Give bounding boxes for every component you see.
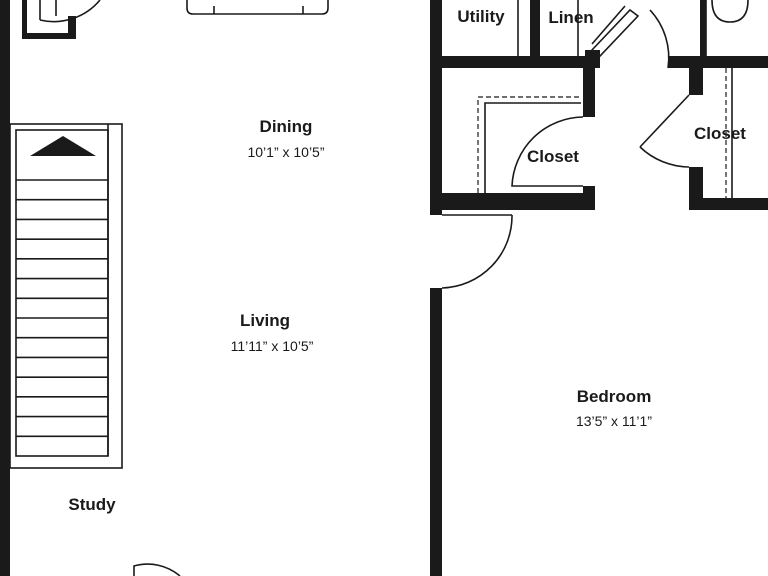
wall-closet-right-bottom [689, 198, 768, 210]
room-label-study: Study [68, 495, 116, 514]
wall-utility-bottom [430, 56, 600, 68]
toilet-icon [711, 0, 749, 23]
wall-top-left-closet-h [22, 33, 76, 39]
door-arc-linen [649, 9, 670, 69]
door-swing-bedroom [441, 214, 513, 289]
room-label-closet-right: Closet [694, 124, 746, 143]
kitchen-counter [186, 0, 329, 15]
door-swing-closet-right [639, 94, 690, 168]
wall-closet-right-left-upper [689, 62, 703, 95]
door-swing-top-left [39, 0, 101, 23]
room-label-linen: Linen [548, 8, 593, 27]
wall-closet-left-bottom [430, 193, 595, 210]
closet-left-shelf [477, 96, 581, 193]
stair-direction-arrow-icon [30, 136, 96, 156]
room-label-closet-left: Closet [527, 147, 579, 166]
stair-inner-frame [15, 129, 109, 457]
door-swing-closet-left [511, 116, 584, 187]
closet-left-shelf-outer [484, 102, 581, 193]
room-label-dining: Dining [260, 117, 313, 136]
door-leaf-linen-ext [591, 5, 626, 45]
wall-top-left-closet-v [22, 0, 27, 38]
staircase [9, 123, 123, 469]
wall-center-lower [430, 288, 442, 576]
wall-bath-left [700, 0, 706, 60]
wall-left-exterior [0, 0, 10, 576]
room-dimensions-living: 11’11” x 10’5” [231, 338, 314, 354]
room-dimensions-bedroom: 13’5” x 11’1” [576, 413, 652, 429]
room-label-utility: Utility [457, 7, 505, 26]
room-label-living: Living [240, 311, 290, 330]
door-swing-linen [590, 8, 640, 58]
door-swing-study [133, 563, 181, 576]
stair-outer-frame [9, 123, 123, 469]
room-dimensions-dining: 10’1” x 10’5” [247, 144, 324, 160]
wall-top-left-closet-post [68, 16, 76, 39]
wall-center-upper [430, 0, 442, 215]
wall-bath-bottom [668, 56, 768, 68]
wall-utility-linen-divider [530, 0, 540, 60]
wall-closet-left-right-upper [583, 62, 595, 117]
room-label-bedroom: Bedroom [577, 387, 652, 406]
